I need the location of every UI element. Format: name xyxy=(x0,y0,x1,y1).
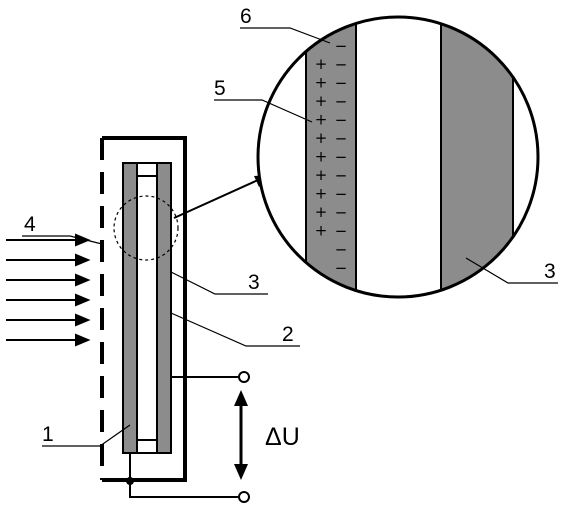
leader-lines xyxy=(22,27,558,447)
callout-1: 1 xyxy=(42,423,54,446)
callout-6: 6 xyxy=(240,5,252,28)
minus-sign: − xyxy=(335,222,348,240)
capacitor-stack xyxy=(122,162,172,454)
minus-sign: − xyxy=(335,204,348,222)
radiation-arrow-head xyxy=(75,333,91,347)
zoom-region-marker xyxy=(113,195,179,261)
callout-2: 2 xyxy=(282,323,294,346)
radiation-arrow-head xyxy=(75,313,91,327)
minus-sign: − xyxy=(335,37,348,55)
zoom-left-electrode xyxy=(306,17,356,297)
plus-sign: + xyxy=(315,129,328,147)
charge-layer: −−−−−−−−−−−−−++++++++++ xyxy=(315,37,348,277)
plus-sign: + xyxy=(315,74,328,92)
leader-1 xyxy=(42,424,131,447)
left-electrode xyxy=(122,162,138,454)
minus-sign: − xyxy=(335,111,348,129)
plus-sign: + xyxy=(315,203,328,221)
callout-5: 5 xyxy=(214,77,226,100)
minus-sign: − xyxy=(335,74,348,92)
radiation-arrow-head xyxy=(75,293,91,307)
radiation-arrow-head xyxy=(75,273,91,287)
plus-sign: + xyxy=(315,92,328,110)
plus-sign: + xyxy=(315,185,328,203)
leader-4 xyxy=(22,235,103,245)
leader-5 xyxy=(214,99,313,123)
callout-3-main: 3 xyxy=(248,271,260,294)
housing xyxy=(100,136,187,482)
plus-sign: + xyxy=(315,55,328,73)
radiation-arrows xyxy=(6,233,91,347)
dielectric-gap xyxy=(136,162,158,454)
plus-sign: + xyxy=(315,111,328,129)
minus-sign: − xyxy=(335,56,348,74)
wiring xyxy=(129,376,240,498)
leader-6 xyxy=(240,27,331,44)
minus-sign: − xyxy=(335,148,348,166)
minus-sign: − xyxy=(335,241,348,259)
callout-4: 4 xyxy=(24,213,36,236)
radiation-arrow-head xyxy=(75,233,91,247)
radiation-arrow-head xyxy=(75,253,91,267)
voltage-arrow xyxy=(234,390,248,480)
leader-3-zoom xyxy=(465,257,558,284)
lower-lead xyxy=(129,453,240,498)
minus-sign: − xyxy=(335,167,348,185)
plus-sign: + xyxy=(315,222,328,240)
upper-terminal xyxy=(238,371,250,383)
plus-sign: + xyxy=(315,148,328,166)
voltage-label: ΔU xyxy=(265,423,300,451)
leader-2 xyxy=(170,312,300,347)
ground-junction xyxy=(126,477,134,485)
minus-sign: − xyxy=(335,185,348,203)
leader-3-main xyxy=(170,271,268,295)
minus-sign: − xyxy=(335,259,348,277)
magnified-view-border xyxy=(256,15,540,299)
plus-sign: + xyxy=(315,166,328,184)
minus-sign: − xyxy=(335,130,348,148)
housing-wall xyxy=(102,136,187,482)
zoom-pointer-arrow xyxy=(173,175,268,219)
lower-terminal xyxy=(238,491,250,503)
magnified-view: −−−−−−−−−−−−−++++++++++ xyxy=(258,17,538,297)
callout-3-zoom: 3 xyxy=(544,260,556,283)
minus-sign: − xyxy=(335,93,348,111)
